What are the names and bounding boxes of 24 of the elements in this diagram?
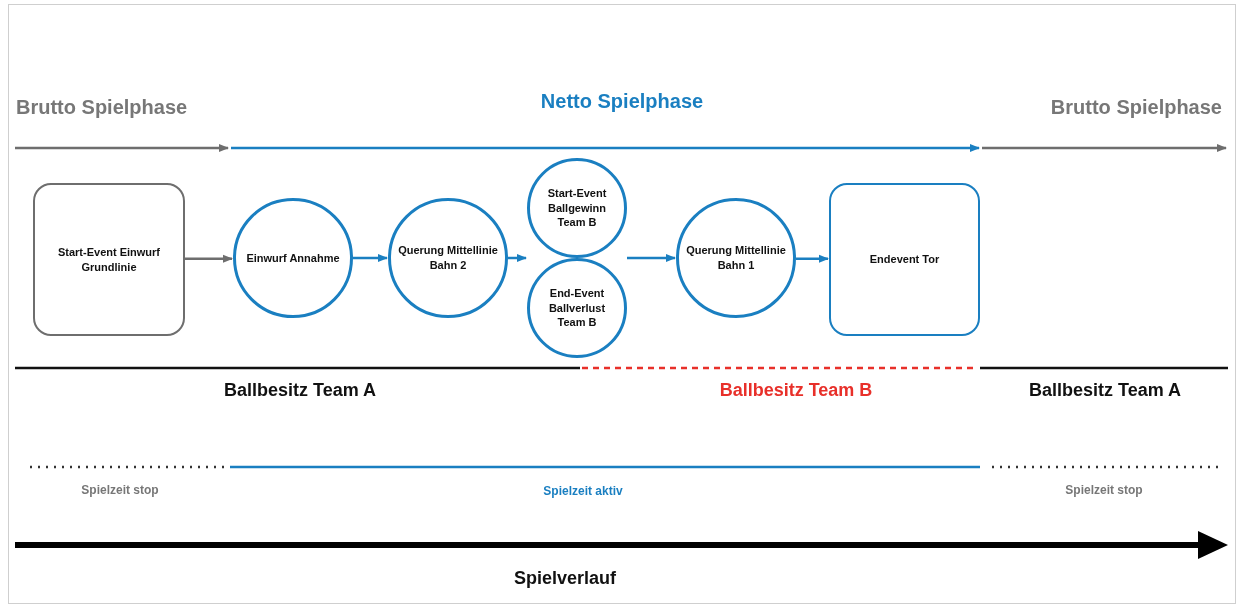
phase-label: Ballbesitz Team A: [224, 380, 376, 401]
arrow: [185, 254, 233, 263]
phase-label: Spielzeit aktiv: [543, 484, 623, 498]
node-text: Endevent Tor: [869, 252, 940, 267]
arrow: [627, 254, 676, 262]
arrow: [796, 254, 829, 263]
node-text: Start-Event Einwurf Grundlinie: [56, 244, 162, 275]
event-box: [33, 183, 185, 336]
phase-label: Ballbesitz Team A: [1029, 380, 1181, 401]
phase-label: Spielzeit stop: [81, 483, 159, 497]
phase-label: Brutto Spielphase: [1050, 96, 1222, 119]
phase-label: Spielverlauf: [514, 568, 616, 589]
event-box: [829, 183, 980, 336]
phase-label: Ballbesitz Team B: [719, 380, 873, 401]
node-text: Einwurf Annahme: [246, 250, 340, 266]
phase-label: Spielzeit stop: [1065, 483, 1143, 497]
phase-label: Netto Spielphase: [540, 90, 704, 113]
node-text: Querung Mittellinie Bahn 1: [685, 243, 787, 273]
node-text: Querung Mittellinie Bahn 2: [397, 243, 499, 273]
arrow: [353, 254, 388, 262]
node-text: End-Event Ballverlust Team B: [547, 285, 607, 331]
arrow: [508, 254, 527, 262]
phase-label: Brutto Spielphase: [16, 96, 188, 119]
node-text: Start-Event Ballgewinn Team B: [546, 185, 608, 231]
